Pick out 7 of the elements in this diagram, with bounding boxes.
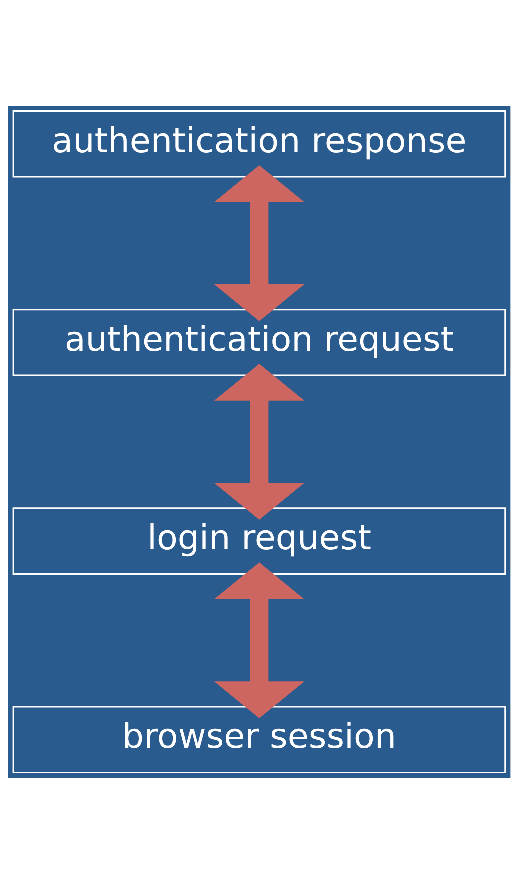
node-box: authentication request — [12, 308, 506, 376]
arrow — [214, 364, 305, 520]
node-box: login request — [12, 507, 506, 574]
arrow — [214, 562, 305, 718]
arrow — [214, 164, 305, 321]
node-box: browser session — [12, 706, 506, 774]
node-box: authentication response — [12, 110, 506, 178]
